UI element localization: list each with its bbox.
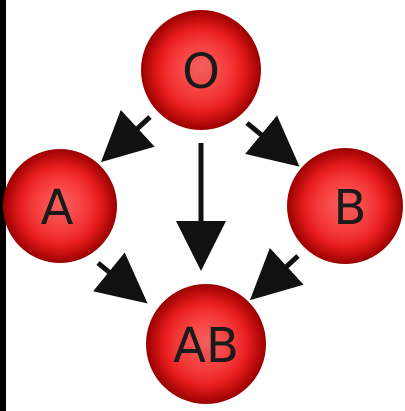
cell-b-label: B [334, 180, 367, 236]
cell-a: A [3, 149, 117, 263]
cell-ab-label: AB [173, 318, 239, 374]
arrow-b-to-ab [249, 247, 304, 301]
arrows [93, 109, 304, 304]
cell-o-label: O [182, 44, 220, 100]
arrow-a-to-ab [93, 252, 148, 304]
cell-o: O [141, 10, 261, 130]
arrow-o-to-a [100, 109, 155, 163]
cell-ab: AB [146, 284, 266, 404]
cell-a-label: A [41, 180, 74, 236]
cell-b: B [287, 148, 403, 264]
arrow-o-to-b [245, 115, 300, 167]
left-frame-border [0, 0, 6, 411]
